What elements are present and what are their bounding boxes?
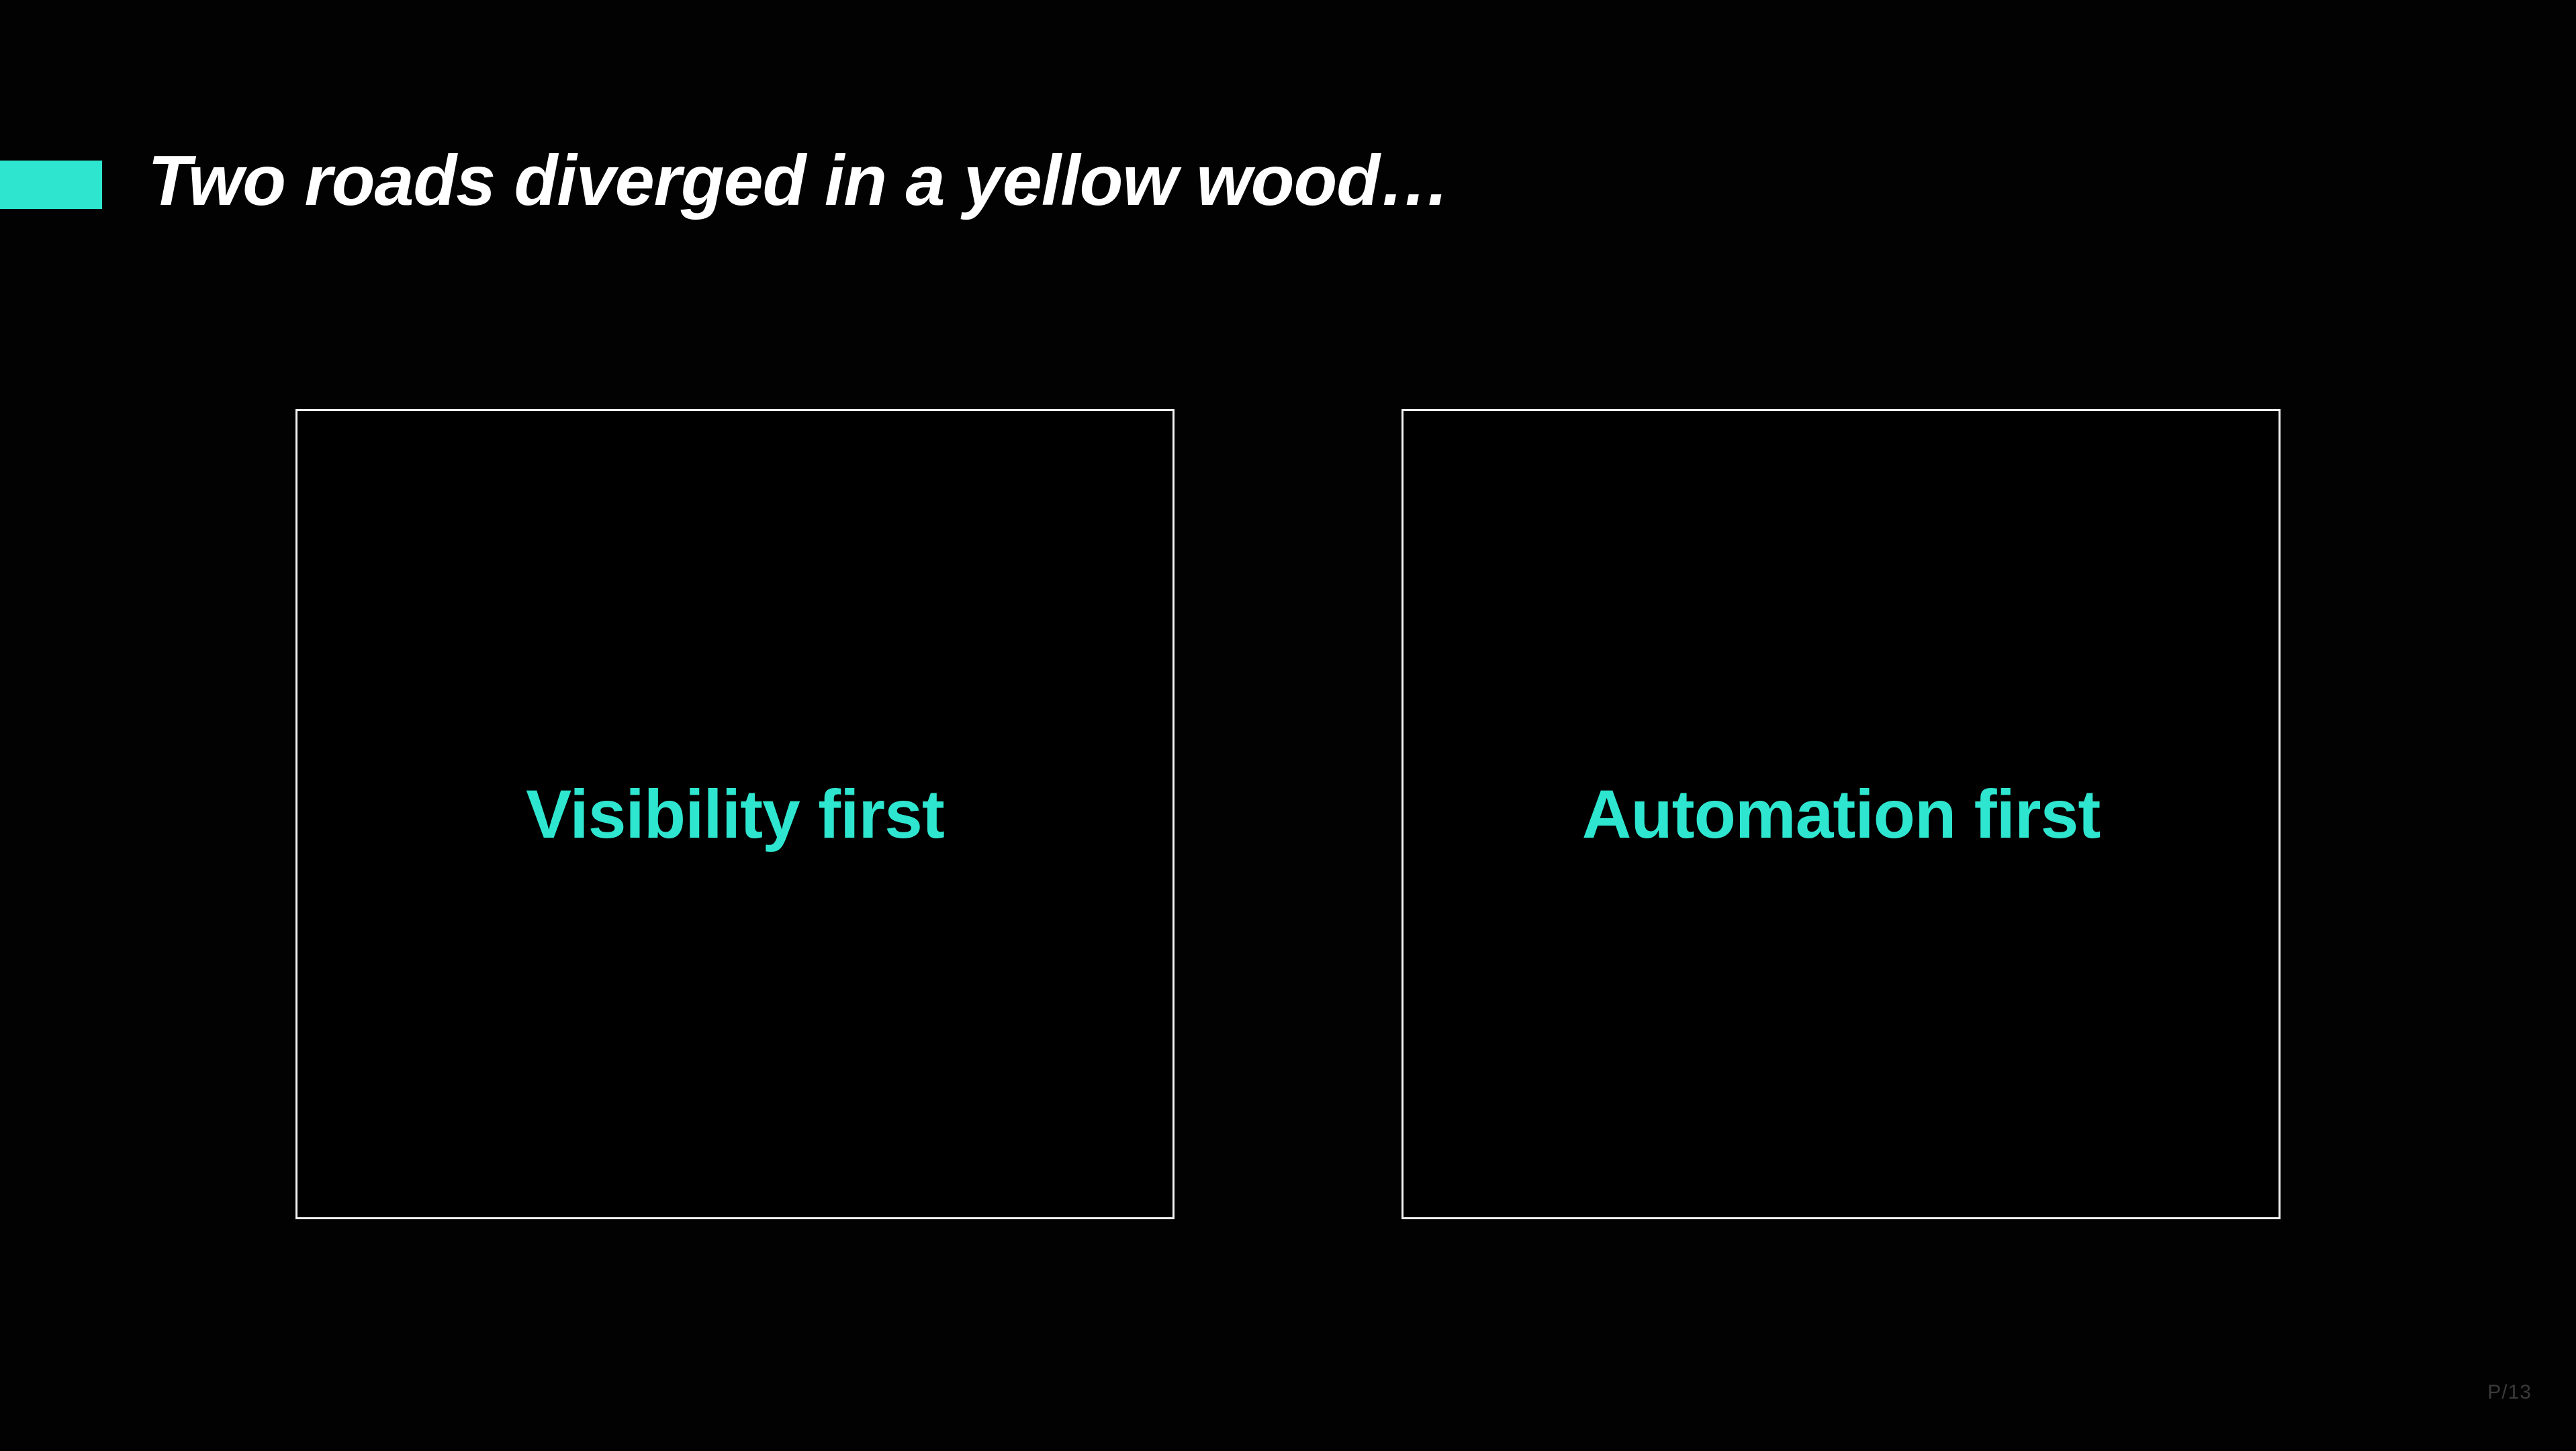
- option-boxes-row: Visibility first Automation first: [0, 409, 2576, 1219]
- accent-bar: [0, 161, 102, 209]
- slide-header: Two roads diverged in a yellow wood…: [0, 145, 2576, 220]
- page-number: P/13: [2487, 1381, 2532, 1403]
- option-box-visibility-first: Visibility first: [295, 409, 1175, 1219]
- option-label-visibility-first: Visibility first: [526, 775, 945, 852]
- option-label-automation-first: Automation first: [1581, 775, 2101, 852]
- option-box-automation-first: Automation first: [1401, 409, 2281, 1219]
- slide-title: Two roads diverged in a yellow wood…: [148, 141, 1451, 220]
